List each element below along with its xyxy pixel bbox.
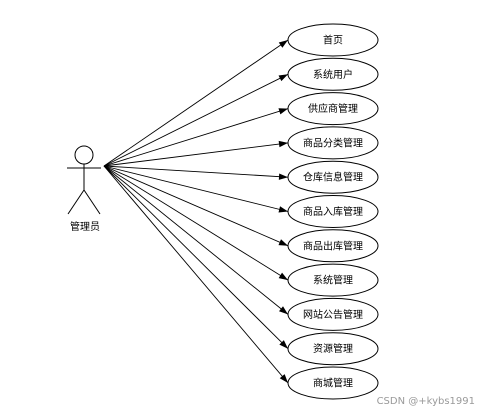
arrowhead <box>278 306 288 315</box>
arrowhead <box>278 173 288 180</box>
arrowhead <box>278 74 288 82</box>
use-case-label: 商品分类管理 <box>303 136 363 149</box>
use-case-ellipse <box>287 263 379 297</box>
association-line <box>103 165 289 384</box>
association-line <box>103 165 289 212</box>
use-case-label: 网站公告管理 <box>303 308 363 321</box>
use-case-label: 商品入库管理 <box>303 205 363 218</box>
arrowhead <box>278 140 288 148</box>
use-case: 商品出库管理 <box>287 229 379 263</box>
use-case-label: 仓库信息管理 <box>303 171 363 184</box>
use-cases: 首页系统用户供应商管理商品分类管理仓库信息管理商品入库管理商品出库管理系统管理网… <box>287 23 379 400</box>
use-case-ellipse <box>287 126 379 160</box>
associations <box>103 39 289 384</box>
use-case-ellipse <box>287 332 379 366</box>
association-line <box>103 39 289 167</box>
use-case-ellipse <box>287 92 379 126</box>
use-case-label: 系统管理 <box>313 274 353 287</box>
use-case-label: 首页 <box>323 34 343 47</box>
use-case-label: 商品出库管理 <box>303 239 363 252</box>
use-case: 首页 <box>287 23 379 57</box>
association-line <box>103 165 289 350</box>
use-case-ellipse <box>287 229 379 263</box>
arrowhead <box>278 206 288 213</box>
association-line <box>103 165 289 315</box>
association-line <box>103 108 289 167</box>
arrowhead <box>278 108 288 115</box>
use-case-label: 商城管理 <box>313 377 353 390</box>
arrowhead <box>279 374 288 383</box>
use-case: 商城管理 <box>287 366 379 400</box>
use-case-ellipse <box>287 297 379 331</box>
use-case: 资源管理 <box>287 332 379 366</box>
use-case-label: 系统用户 <box>313 68 353 81</box>
use-case: 仓库信息管理 <box>287 160 379 194</box>
use-case-label: 供应商管理 <box>308 102 358 115</box>
association-line <box>103 165 289 178</box>
association-line <box>103 73 289 167</box>
actor-label: 管理员 <box>70 220 100 233</box>
use-case: 网站公告管理 <box>287 297 379 331</box>
use-case-ellipse <box>287 57 379 91</box>
use-case-ellipse <box>287 366 379 400</box>
actor-left-leg <box>67 189 85 215</box>
association-line <box>103 165 289 247</box>
use-case-ellipse <box>287 160 379 194</box>
use-case: 系统管理 <box>287 263 379 297</box>
use-case-ellipse <box>287 195 379 228</box>
arrowhead <box>278 40 288 48</box>
actor-right-leg <box>83 189 101 215</box>
association-line <box>103 165 289 281</box>
watermark: CSDN @+kybs1991 <box>376 396 475 407</box>
actor-head <box>74 145 94 165</box>
arrowhead <box>278 272 288 281</box>
use-case: 供应商管理 <box>287 92 379 126</box>
use-case-ellipse <box>287 23 379 57</box>
use-case-label: 资源管理 <box>313 342 353 355</box>
arrowhead <box>279 340 288 349</box>
use-case: 商品分类管理 <box>287 126 379 160</box>
association-line <box>103 142 289 167</box>
actor-stick-figure: 管理员 <box>67 145 101 233</box>
use-case: 系统用户 <box>287 57 379 91</box>
arrowhead <box>278 239 288 246</box>
use-case: 商品入库管理 <box>287 195 379 228</box>
